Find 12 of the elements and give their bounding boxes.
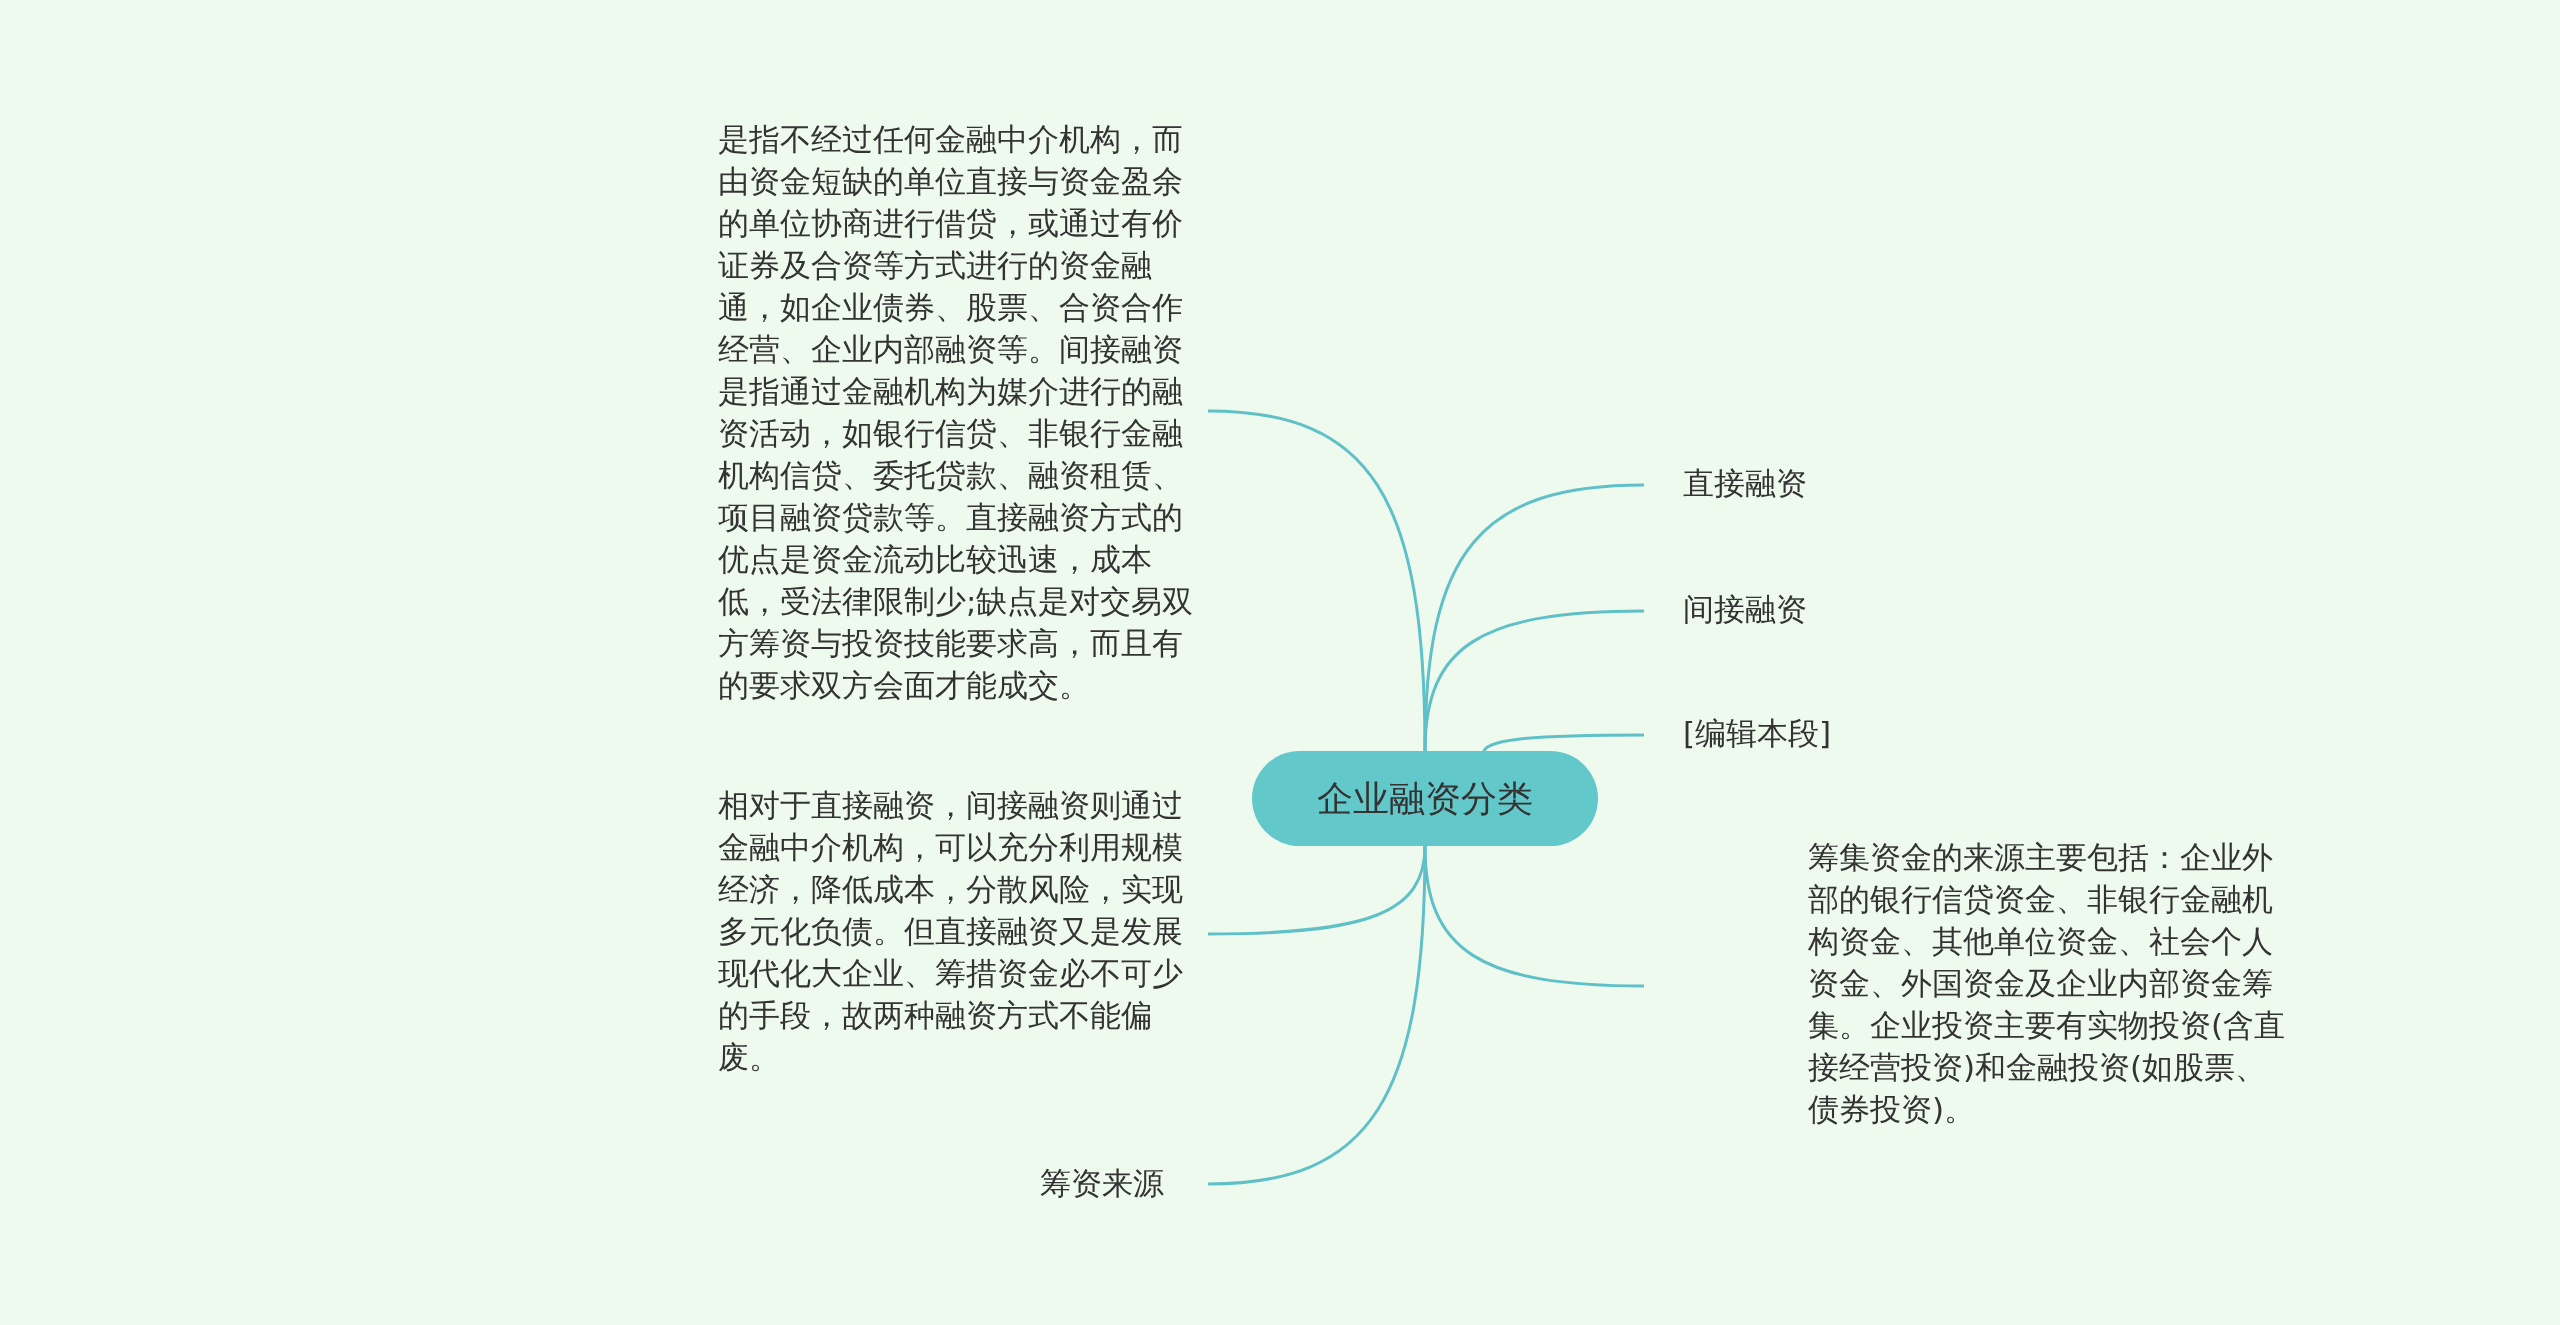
- topic-pill: 企业融资分类: [1252, 751, 1598, 846]
- branch-line: [1423, 845, 1645, 988]
- branch-line: [1207, 845, 1427, 1186]
- branch-line: [1207, 409, 1427, 752]
- branch-text: [编辑本段]: [1682, 714, 1833, 753]
- branch-text: 筹集资金的来源主要包括：企业外部的银行信贷资金、非银行金融机构资金、其他单位资金、社会个人资金、外国资金及企业内部资金筹集。企业投资主要有实物投资(含直接经营投资)和金融投资(如股票、债券投资)。: [1807, 838, 2287, 1129]
- branch-text: 是指不经过任何金融中介机构，而由资金短缺的单位直接与资金盈余的单位协商进行借贷，或通过有价证券及合资等方式进行的资金融通，如企业债券、股票、合资合作经营、企业内部融资等。间接融资是指通过金融机构为媒介进行的融资活动，如银行信贷、非银行金融机构信贷、委托贷款、融资租赁、项目融资贷款等。直接融资方式的优点是资金流动比较迅速，成本低，受法律限制少;缺点是对交易双方筹资与投资技能要求高，而且有的要求双方会面才能成交。: [718, 120, 1195, 705]
- branch-text: 间接融资: [1682, 590, 1808, 629]
- branch-text: 筹资来源: [1040, 1164, 1165, 1203]
- branch-text: 相对于直接融资，间接融资则通过金融中介机构，可以充分利用规模经济，降低成本，分散风险，实现多元化负债。但直接融资又是发展现代化大企业、筹措资金必不可少的手段，故两种融资方式不能偏废。: [718, 786, 1184, 1077]
- branch-text: 直接融资: [1682, 464, 1808, 503]
- branch-line: [1423, 609, 1645, 752]
